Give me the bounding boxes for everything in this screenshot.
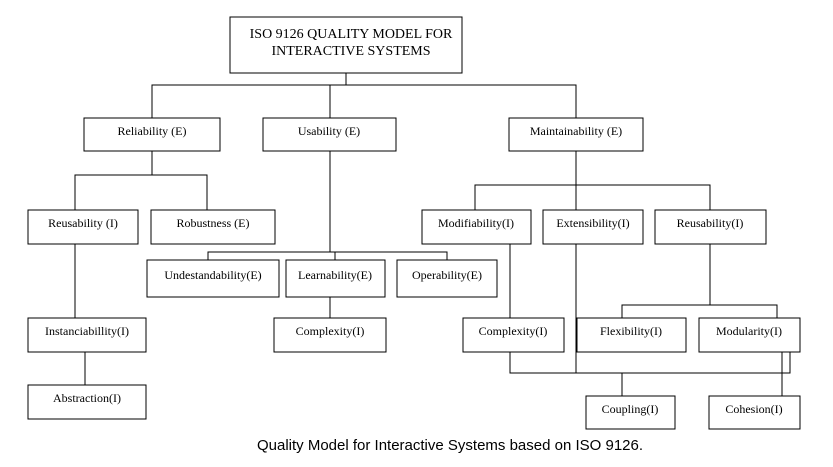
root-node-box	[229, 16, 463, 74]
node-reliability-label: Reliability (E)	[118, 124, 187, 138]
node-flexibility-label: Flexibility(I)	[600, 324, 662, 338]
node-reusability-right-label: Reusability(I)	[677, 216, 744, 230]
node-modularity-label: Modularity(I)	[716, 324, 782, 338]
node-cohesion: Cohesion(I)	[708, 395, 801, 430]
node-extensibility-label: Extensibility(I)	[556, 216, 629, 230]
node-usability-label: Usability (E)	[298, 124, 360, 138]
figure-caption: Quality Model for Interactive Systems ba…	[256, 437, 644, 454]
node-operability: Operability(E)	[396, 259, 498, 298]
node-coupling-label: Coupling(I)	[602, 402, 659, 416]
root-title-line-1: ISO 9126 QUALITY MODEL FOR	[250, 27, 453, 42]
node-operability-label: Operability(E)	[412, 268, 482, 282]
node-modifiability-label: Modifiability(I)	[438, 216, 514, 230]
node-complexity-mid-label: Complexity(I)	[296, 324, 365, 338]
node-learnability-label: Learnability(E)	[298, 268, 372, 282]
connector-bottom-bus	[509, 352, 791, 374]
node-cohesion-label: Cohesion(I)	[725, 402, 782, 416]
connector-maintainability-children	[474, 184, 711, 210]
node-extensibility: Extensibility(I)	[542, 209, 644, 245]
node-coupling: Coupling(I)	[585, 395, 676, 430]
node-reusability-right: Reusability(I)	[654, 209, 767, 245]
connector-usability-children	[207, 251, 448, 260]
node-robustness: Robustness (E)	[150, 209, 276, 245]
root-node: ISO 9126 QUALITY MODEL FOR INTERACTIVE S…	[229, 16, 463, 74]
node-usability: Usability (E)	[262, 117, 397, 152]
node-learnability: Learnability(E)	[285, 259, 386, 298]
node-reusability-left-label: Reusability (I)	[48, 216, 118, 230]
node-complexity-right-label: Complexity(I)	[479, 324, 548, 338]
node-undestandability-label: Undestandability(E)	[164, 268, 261, 282]
node-modularity: Modularity(I)	[698, 317, 801, 353]
connector-reliability-children	[74, 174, 208, 210]
node-complexity-mid: Complexity(I)	[273, 317, 387, 353]
node-instanciability-label: Instanciabillity(I)	[45, 324, 129, 338]
node-abstraction-label: Abstraction(I)	[53, 391, 121, 405]
node-undestandability: Undestandability(E)	[146, 259, 280, 298]
node-maintainability: Maintainability (E)	[508, 117, 644, 152]
connector-root-to-level1	[151, 84, 577, 118]
connector-lines	[74, 73, 791, 396]
node-maintainability-label: Maintainability (E)	[530, 124, 622, 138]
node-reusability-left: Reusability (I)	[27, 209, 139, 245]
node-complexity-right: Complexity(I)	[462, 317, 565, 353]
node-reliability: Reliability (E)	[83, 117, 221, 152]
root-title-line-2: INTERACTIVE SYSTEMS	[271, 44, 430, 59]
connector-reusability-right-children	[621, 304, 778, 318]
node-robustness-label: Robustness (E)	[177, 216, 250, 230]
node-instanciability: Instanciabillity(I)	[27, 317, 147, 353]
node-flexibility: Flexibility(I)	[576, 317, 687, 353]
node-abstraction: Abstraction(I)	[27, 384, 147, 420]
node-modifiability: Modifiability(I)	[421, 209, 532, 245]
